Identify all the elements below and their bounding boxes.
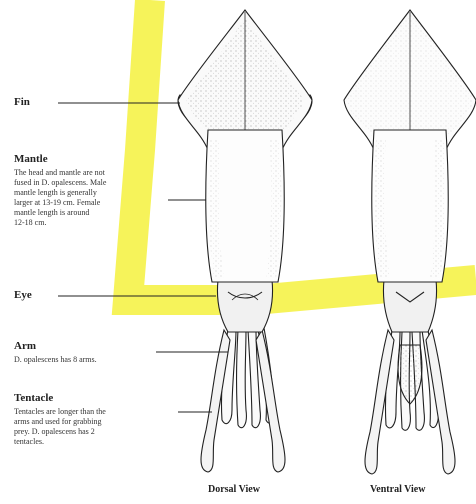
tentacle-desc-line: arms and used for grabbing — [14, 417, 164, 427]
dorsal-tentacle-right — [256, 330, 285, 472]
mantle-label: Mantle — [14, 153, 48, 165]
tentacle-desc-line: tentacles. — [14, 437, 164, 447]
dorsal-view-caption: Dorsal View — [208, 484, 260, 495]
tentacle-desc-line: Tentacles are longer than the — [14, 407, 164, 417]
dorsal-head — [217, 280, 272, 332]
mantle-desc-line: fused in D. opalescens. Male — [14, 178, 164, 188]
ventral-view-caption: Ventral View — [370, 484, 425, 495]
arm-desc-line: D. opalescens has 8 arms. — [14, 355, 164, 365]
mantle-desc-line: mantle length is around — [14, 208, 164, 218]
dorsal-squid — [178, 10, 312, 472]
arm-label: Arm — [14, 340, 36, 352]
mantle-desc-line: larger at 13-19 cm. Female — [14, 198, 164, 208]
mantle-description: The head and mantle are not fused in D. … — [14, 168, 164, 228]
arm-description: D. opalescens has 8 arms. — [14, 355, 164, 365]
fin-label: Fin — [14, 96, 30, 108]
eye-label: Eye — [14, 289, 32, 301]
mantle-desc-line: 12-18 cm. — [14, 218, 164, 228]
ventral-head — [383, 280, 436, 332]
mantle-desc-line: The head and mantle are not — [14, 168, 164, 178]
mantle-desc-line: mantle length is generally — [14, 188, 164, 198]
ventral-squid — [344, 10, 476, 474]
tentacle-desc-line: prey. D. opalescens has 2 — [14, 427, 164, 437]
tentacle-description: Tentacles are longer than the arms and u… — [14, 407, 164, 447]
tentacle-label: Tentacle — [14, 392, 53, 404]
